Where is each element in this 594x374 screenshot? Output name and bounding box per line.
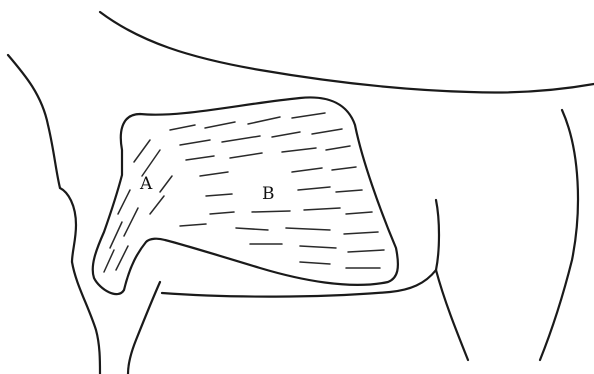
fiber-stroke xyxy=(292,168,322,172)
fiber-stroke xyxy=(292,113,325,118)
fiber-stroke xyxy=(186,156,214,160)
fiber-stroke xyxy=(134,140,150,162)
belly-line xyxy=(162,270,436,297)
fiber-stroke xyxy=(210,212,234,214)
fiber-stroke xyxy=(116,246,128,270)
chest-line xyxy=(60,188,76,262)
fiber-stroke xyxy=(170,125,195,130)
fiber-stroke xyxy=(206,194,232,196)
flank-line xyxy=(436,200,468,360)
fiber-stroke xyxy=(344,232,378,234)
muscle-region-outline xyxy=(93,97,398,294)
fiber-stroke xyxy=(326,146,350,150)
fiber-stroke xyxy=(142,150,160,176)
fiber-stroke xyxy=(300,246,336,248)
fiber-stroke xyxy=(236,228,268,230)
fiber-stroke xyxy=(298,187,330,190)
fiber-stroke xyxy=(104,250,114,272)
fiber-stroke xyxy=(180,224,206,226)
fiber-stroke xyxy=(300,262,330,264)
body-outline xyxy=(8,12,594,374)
fiber-stroke xyxy=(118,190,130,214)
back-line xyxy=(100,12,594,93)
foreleg-front-line xyxy=(72,262,100,374)
fiber-stroke xyxy=(286,228,330,230)
fiber-stroke xyxy=(248,117,280,124)
fiber-stroke xyxy=(332,167,356,170)
fiber-stroke xyxy=(312,129,342,134)
label-b: B xyxy=(262,184,275,204)
foreleg-back-line xyxy=(128,282,160,374)
muscle-outline xyxy=(93,97,398,294)
fiber-stroke xyxy=(252,211,290,212)
fiber-stroke xyxy=(124,208,138,236)
fiber-stroke xyxy=(200,172,228,176)
neck-line xyxy=(8,55,60,188)
fiber-stroke xyxy=(348,250,384,252)
label-a: A xyxy=(139,174,153,194)
fiber-stroke xyxy=(336,190,362,192)
fiber-stroke xyxy=(346,212,372,214)
fiber-stroke xyxy=(282,148,316,152)
fiber-stroke xyxy=(222,136,260,142)
fiber-stroke xyxy=(180,140,210,145)
fiber-stroke xyxy=(150,196,164,214)
fiber-stroke xyxy=(272,132,300,137)
hind-leg-line xyxy=(540,110,578,360)
fiber-stroke xyxy=(160,176,172,192)
fiber-stroke xyxy=(304,208,340,210)
fiber-stroke xyxy=(110,222,122,248)
fiber-stroke xyxy=(205,122,235,128)
fiber-stroke xyxy=(230,153,262,158)
